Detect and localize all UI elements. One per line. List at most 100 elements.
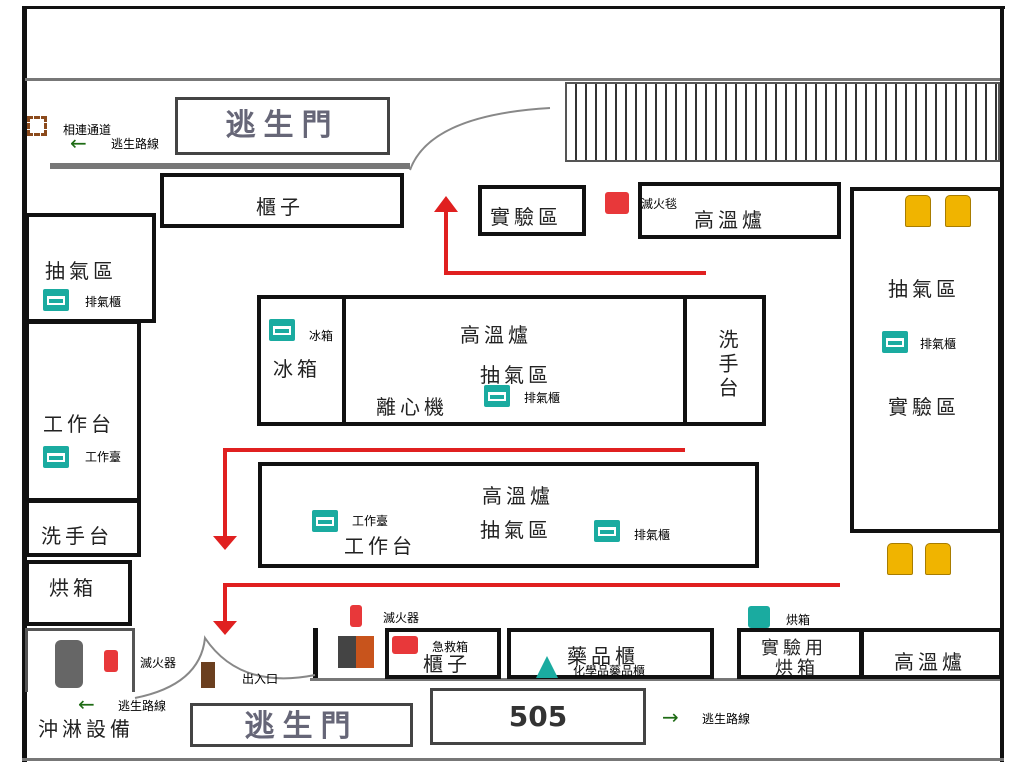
entrance-label: 出入口 — [242, 672, 279, 686]
room-label: 櫃子 — [256, 195, 304, 219]
door-swing-top — [409, 107, 551, 171]
room-label: 排氣櫃 — [920, 337, 957, 351]
exit-door-top[interactable]: 逃生門 — [175, 97, 390, 155]
room-label: 抽氣區 — [480, 518, 552, 542]
staircase — [565, 82, 1000, 162]
escape-arrow-right-icon: → — [662, 705, 679, 729]
fridge: 冰箱 冰箱 — [257, 295, 346, 426]
gas-cylinder-icon — [945, 195, 971, 227]
route-arrow-down-icon — [213, 536, 237, 550]
lab-area-top: 實驗區 — [478, 185, 586, 236]
room-label: 排氣櫃 — [634, 528, 671, 542]
room-label: 工作台 — [344, 534, 416, 558]
fire-blanket-icon — [605, 192, 629, 214]
room-label: 高溫爐 — [482, 484, 554, 508]
shower-area — [25, 628, 135, 692]
outer-wall-top — [25, 6, 1005, 9]
workbench-left: 工作台 工作臺 — [25, 320, 141, 502]
workbench-icon — [43, 446, 69, 468]
furnace-bottom: 高溫爐 — [860, 628, 1003, 679]
cabinet-top: 櫃子 — [160, 173, 404, 228]
gas-cylinder-icon — [905, 195, 931, 227]
escape-route-label: 逃生路線 — [111, 137, 160, 151]
entrance-door-icon[interactable] — [201, 662, 215, 688]
fume-hood-icon — [882, 331, 908, 353]
room-label: 冰箱 — [309, 329, 334, 343]
room-label: 高溫爐 — [694, 208, 766, 232]
fire-extinguisher-icon — [104, 650, 118, 672]
connect-passage-icon — [27, 116, 47, 136]
room-label: 化學品藥品櫃 — [573, 664, 646, 678]
route-line — [444, 271, 706, 275]
room-label: 櫃子 — [423, 652, 471, 676]
room-label: 抽氣區 — [45, 259, 117, 283]
outer-wall-right — [1000, 6, 1004, 762]
extinguisher-cabinet-icon — [338, 636, 374, 668]
furnace-center: 高溫爐 抽氣區 離心機 排氣櫃 — [342, 295, 687, 426]
room-label: 高溫爐 — [460, 323, 532, 347]
escape-arrow-left-icon: ← — [70, 131, 87, 155]
route-line — [223, 583, 840, 587]
gas-cylinder-icon — [887, 543, 913, 575]
room-label: 實驗用 — [761, 638, 827, 659]
escape-route-label: 逃生路線 — [118, 699, 167, 713]
room-label: 工作台 — [43, 412, 115, 436]
room-label: 工作臺 — [352, 514, 389, 528]
extinguisher-label-left: 滅火器 — [140, 656, 177, 670]
lab-oven: 實驗用 烘箱 — [737, 628, 863, 679]
room-label: 高溫爐 — [894, 650, 966, 674]
room-label: 實驗區 — [490, 205, 562, 229]
outer-wall-left — [22, 6, 27, 762]
escape-route-label: 逃生路線 — [702, 712, 751, 726]
oven-left: 烘箱 — [25, 560, 132, 626]
extinguisher-label: 滅火器 — [383, 611, 420, 625]
fridge-icon — [269, 319, 295, 341]
route-arrow-up-icon — [434, 196, 458, 212]
first-aid-icon — [392, 636, 418, 654]
route-line — [223, 583, 227, 623]
room-label: 排氣櫃 — [524, 391, 561, 405]
fume-hood-icon — [484, 385, 510, 407]
room-label: 藥品櫃 — [567, 644, 639, 668]
furnace-top: 高溫爐 — [638, 182, 841, 239]
room-label: 實驗區 — [888, 395, 960, 419]
furnace-mid: 高溫爐 抽氣區 工作臺 工作台 排氣櫃 — [258, 462, 759, 568]
route-line — [223, 448, 685, 452]
room-label: 洗手台 — [715, 329, 739, 401]
route-line — [444, 210, 448, 275]
room-label: 洗手台 — [41, 524, 113, 548]
route-arrow-down-icon — [213, 621, 237, 635]
shower-equipment-icon — [55, 640, 83, 688]
sink-left: 洗手台 — [25, 499, 141, 557]
corridor-wall-bottom — [50, 163, 410, 169]
fume-hood-icon — [43, 289, 69, 311]
room-label: 冰箱 — [273, 357, 321, 381]
first-aid-label: 急救箱 — [432, 640, 469, 654]
room-label: 排氣櫃 — [85, 295, 122, 309]
escape-arrow-left-icon: ← — [78, 692, 95, 716]
room-label: 烘箱 — [49, 576, 97, 600]
corridor-wall-top — [25, 78, 1000, 81]
bottom-corridor-wall — [310, 678, 1000, 681]
shower-label: 沖淋設備 — [38, 717, 134, 741]
room-label: 抽氣區 — [888, 277, 960, 301]
room-label: 工作臺 — [85, 450, 122, 464]
outer-wall-bottom — [22, 758, 1004, 761]
exhaust-area-left: 抽氣區 排氣櫃 — [25, 213, 156, 323]
room-label: 離心機 — [376, 395, 448, 419]
route-line — [223, 448, 227, 538]
fire-extinguisher-icon — [350, 605, 362, 627]
door-swing-bottom — [134, 635, 316, 699]
sink-center: 洗手台 — [683, 295, 766, 426]
gas-cylinder-icon — [925, 543, 951, 575]
room-label: 烘箱 — [775, 658, 819, 679]
lab-area-right: 抽氣區 排氣櫃 實驗區 — [850, 187, 1002, 533]
oven-icon — [748, 606, 770, 628]
connect-passage-label: 相連通道 — [63, 123, 112, 137]
fire-blanket-label: 滅火毯 — [641, 197, 678, 211]
oven-label: 烘箱 — [786, 613, 811, 627]
exit-door-bottom[interactable]: 逃生門 — [190, 703, 413, 747]
room-label: 抽氣區 — [480, 363, 552, 387]
fume-hood-icon — [594, 520, 620, 542]
chemical-flask-icon — [536, 656, 558, 678]
